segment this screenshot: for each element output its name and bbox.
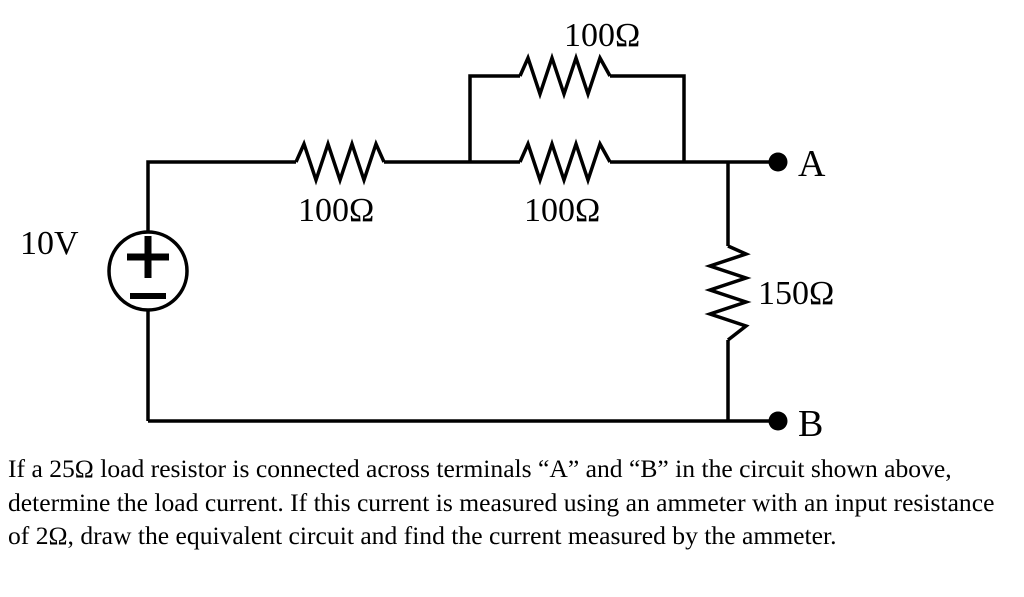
terminal-b-label: B	[798, 403, 823, 445]
resistor-parallel-top-label: 100Ω	[564, 17, 640, 54]
resistor-series-100	[294, 138, 386, 186]
problem-statement: If a 25Ω load resistor is connected acro…	[8, 454, 995, 550]
terminal-b-dot	[768, 411, 788, 431]
wires	[146, 74, 778, 423]
resistor-parallel-top-100	[518, 52, 612, 100]
circuit-diagram: 10V 100Ω 100Ω 100Ω 150Ω A B	[20, 17, 834, 445]
wire-parallel-top-left	[468, 74, 520, 162]
source-voltage-label: 10V	[20, 225, 79, 262]
voltage-source-circle	[107, 230, 189, 312]
terminal-a-dot	[768, 152, 788, 172]
terminal-a-label: A	[798, 143, 826, 185]
resistor-shunt-label: 150Ω	[758, 275, 834, 312]
resistor-shunt-150	[704, 244, 752, 342]
resistor-parallel-bottom-label: 100Ω	[524, 192, 600, 229]
resistor-parallel-bottom-100	[518, 138, 612, 186]
wire-parallel-top-right	[610, 74, 686, 162]
wire-left-upper	[146, 160, 296, 232]
voltage-source	[107, 230, 189, 312]
resistor-series-label: 100Ω	[298, 192, 374, 229]
